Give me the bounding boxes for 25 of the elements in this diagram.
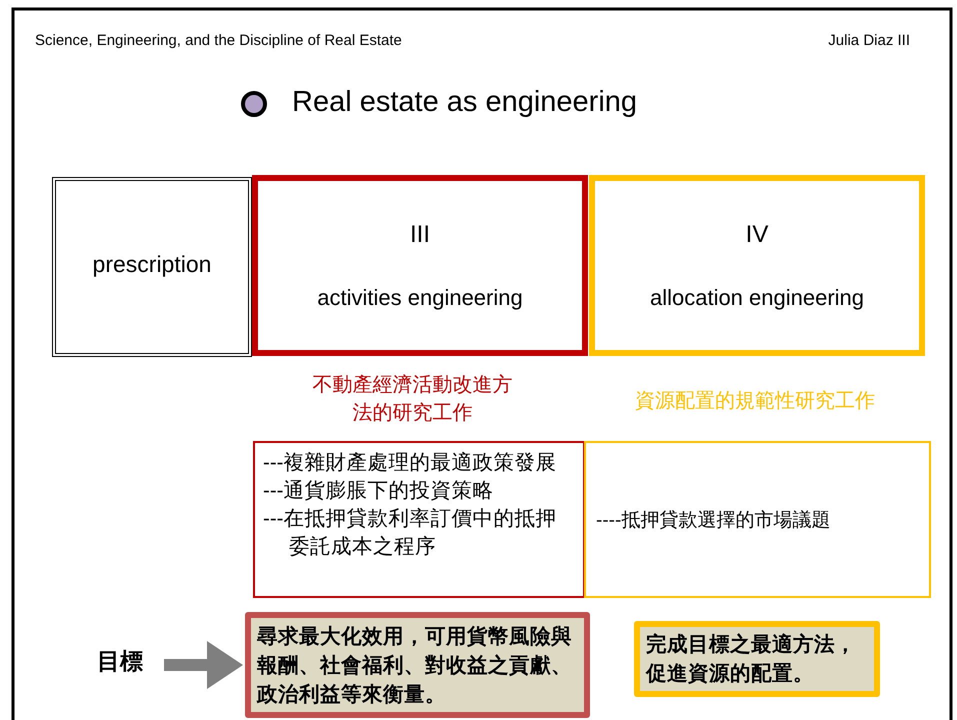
roman-numeral: III <box>408 221 431 249</box>
table-cell <box>52 177 252 357</box>
list-item: ---複雜財產處理的最適政策發展 <box>263 450 558 476</box>
header-text: Julia Diaz III <box>827 32 910 49</box>
roman-numeral: IV <box>744 221 770 249</box>
goal-box <box>634 621 880 697</box>
list-box <box>253 441 585 598</box>
slide-title: Real estate as engineering <box>292 86 638 119</box>
block-arrow <box>164 641 243 689</box>
cell-text: prescription <box>92 250 212 278</box>
list-item: ----抵押貸款選擇的市場議題 <box>596 508 830 532</box>
goal-label: 目標 <box>80 645 160 677</box>
goal-box <box>245 612 590 718</box>
highlight-box <box>589 175 925 356</box>
list-box <box>584 441 931 598</box>
goal-text: 完成目標之最適方法，促進資源的配置。 <box>646 632 857 687</box>
goal-text: 尋求最大化效用，可用貨幣風險與報酬、社會福利、對收益之貢獻、政治利益等來衡量。 <box>257 624 573 708</box>
list-item: ---在抵押貸款利率訂價中的抵押委託成本之程序 <box>263 506 558 560</box>
node-label: 不動產經濟活動改進方法的研究工作 <box>312 373 514 426</box>
node-label: 資源配置的規範性研究工作 <box>634 389 876 414</box>
header-text: Science, Engineering, and the Discipline of Real Estate <box>35 32 402 49</box>
highlight-box <box>252 175 588 356</box>
cell-text: allocation engineering <box>648 285 866 311</box>
list-item: ---通貨膨脹下的投資策略 <box>263 478 494 504</box>
cell-text: activities engineering <box>316 285 524 311</box>
